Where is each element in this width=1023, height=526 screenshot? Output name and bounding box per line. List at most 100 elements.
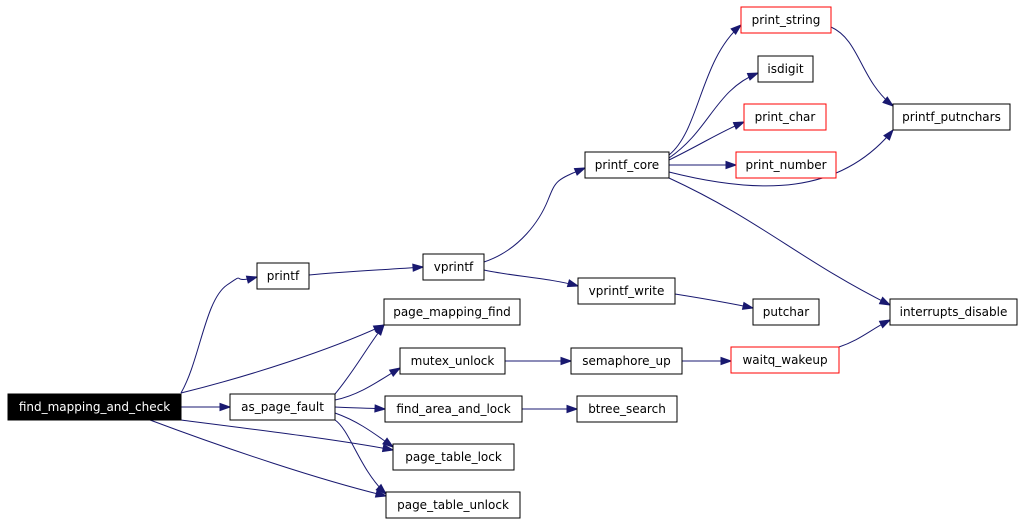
node-waitq-wakeup[interactable]: waitq_wakeup	[730, 346, 840, 374]
node-printf-putnchars[interactable]: printf_putnchars	[892, 103, 1011, 131]
node-box	[743, 103, 827, 131]
node-box	[570, 347, 683, 375]
edge-mutex_unlock-to-semaphore_up	[505, 356, 573, 366]
node-box	[577, 277, 676, 305]
arrowhead-icon	[219, 402, 232, 412]
node-box	[384, 395, 523, 423]
edge-find_area_and_lock-to-btree_search	[522, 404, 579, 414]
arrowhead-icon	[566, 279, 580, 288]
node-page-table-unlock[interactable]: page_table_unlock	[385, 491, 521, 519]
node-find-mapping-and-check: find_mapping_and_check	[7, 393, 182, 421]
node-vprintf-write[interactable]: vprintf_write	[577, 277, 676, 305]
node-box	[757, 55, 814, 83]
node-as-page-fault[interactable]: as_page_fault	[229, 393, 336, 421]
edge-as_page_fault-to-find_area_and_lock	[334, 404, 387, 413]
node-vprintf[interactable]: vprintf	[422, 253, 485, 281]
node-page-table-lock[interactable]: page_table_lock	[392, 443, 515, 471]
node-box	[399, 347, 506, 375]
node-isdigit[interactable]: isdigit	[757, 55, 814, 83]
node-box	[752, 298, 820, 326]
arrowhead-icon	[732, 121, 746, 130]
node-page-mapping-find[interactable]: page_mapping_find	[383, 298, 521, 326]
edge-line	[668, 177, 891, 306]
node-label: page_table_lock	[405, 450, 502, 464]
arrowhead-icon	[374, 489, 388, 498]
edge-line	[308, 266, 424, 276]
arrowhead-icon	[374, 404, 387, 413]
edge-printf_core-to-print_char	[668, 121, 746, 161]
edge-find_mapping_and_check-to-page_mapping_find	[180, 324, 386, 394]
arrowhead-icon	[725, 160, 738, 170]
arrowhead-icon	[560, 356, 573, 366]
edge-line	[180, 276, 258, 394]
edge-line	[668, 24, 742, 156]
edge-find_mapping_and_check-to-page_table_lock	[180, 419, 395, 453]
edge-vprintf_write-to-putchar	[674, 293, 755, 310]
node-box	[383, 298, 521, 326]
node-label: mutex_unlock	[411, 354, 495, 368]
edge-printf_core-to-print_number	[669, 160, 738, 170]
arrowhead-icon	[381, 443, 395, 453]
edge-as_page_fault-to-mutex_unlock	[334, 367, 402, 401]
node-label: page_mapping_find	[393, 305, 511, 319]
node-label: find_area_and_lock	[396, 402, 510, 416]
edge-find_mapping_and_check-to-as_page_fault	[180, 402, 232, 412]
node-label: printf_core	[595, 158, 659, 172]
node-print-char[interactable]: print_char	[743, 103, 827, 131]
node-label: btree_search	[588, 402, 666, 416]
edge-line	[483, 167, 586, 263]
node-label: semaphore_up	[582, 354, 671, 368]
edges-layer	[149, 24, 895, 498]
edge-waitq_wakeup-to-interrupts_disable	[838, 319, 892, 348]
edge-printf_core-to-print_string	[668, 24, 743, 156]
edge-line	[674, 293, 754, 309]
node-box	[584, 151, 670, 179]
nodes-layer: find_mapping_and_check printf vprintf print…	[7, 6, 1018, 519]
node-label: printf	[267, 269, 300, 283]
node-box	[422, 253, 485, 281]
node-mutex-unlock[interactable]: mutex_unlock	[399, 347, 506, 375]
node-box	[385, 491, 521, 519]
node-btree-search[interactable]: btree_search	[576, 395, 678, 423]
node-label: printf_putnchars	[902, 110, 1001, 124]
node-label: print_string	[752, 13, 821, 27]
arrowhead-icon	[412, 263, 425, 272]
edge-line	[334, 419, 387, 495]
edge-print_string-to-printf_putnchars	[830, 26, 895, 107]
node-putchar[interactable]: putchar	[752, 298, 820, 326]
edge-printf_core-to-isdigit	[668, 72, 760, 159]
arrowhead-icon	[741, 301, 755, 310]
node-semaphore-up[interactable]: semaphore_up	[570, 347, 683, 375]
node-label: vprintf_write	[589, 284, 665, 298]
edge-vprintf-to-vprintf_write	[483, 269, 580, 288]
node-label: as_page_fault	[241, 400, 324, 414]
node-label: isdigit	[767, 62, 803, 76]
arrowhead-icon	[382, 437, 395, 448]
node-box	[229, 393, 336, 421]
edge-line	[668, 121, 745, 161]
node-box	[576, 395, 678, 423]
node-find-area-and-lock[interactable]: find_area_and_lock	[384, 395, 523, 423]
node-box	[740, 6, 832, 34]
node-print-number[interactable]: print_number	[735, 151, 837, 179]
edge-line	[180, 324, 385, 394]
arrowhead-icon	[883, 128, 894, 141]
arrowhead-icon	[730, 24, 743, 36]
node-label: print_number	[745, 158, 826, 172]
node-box	[7, 393, 182, 421]
node-interrupts-disable[interactable]: interrupts_disable	[889, 298, 1018, 326]
node-printf-core[interactable]: printf_core	[584, 151, 670, 179]
node-label: page_table_unlock	[397, 498, 509, 512]
node-printf[interactable]: printf	[256, 262, 310, 290]
node-label: waitq_wakeup	[742, 353, 827, 367]
node-label: interrupts_disable	[900, 305, 1008, 319]
edge-find_mapping_and_check-to-printf	[180, 275, 259, 394]
arrowhead-icon	[374, 323, 385, 336]
arrowhead-icon	[746, 72, 760, 81]
node-print-string[interactable]: print_string	[740, 6, 832, 34]
edge-vprintf-to-printf_core	[483, 167, 587, 263]
arrowhead-icon	[375, 483, 388, 496]
node-label: vprintf	[434, 260, 474, 274]
node-box	[735, 151, 837, 179]
